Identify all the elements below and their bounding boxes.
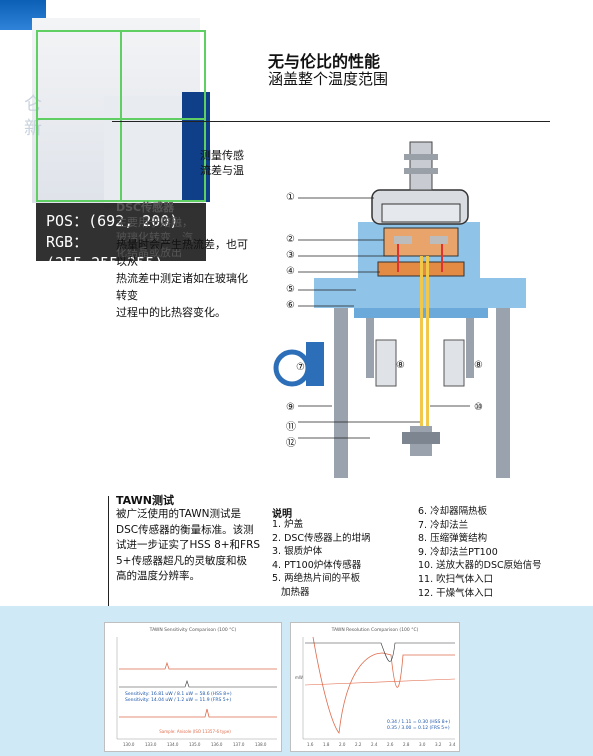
diagram-label-3: ③ — [286, 250, 295, 261]
x-tick: 2.4 — [371, 742, 378, 747]
legend-title: 说明 — [272, 509, 292, 520]
chart-left-sens1: Sensitivity: 16.81 uW / 8.1 uW = 58.6 (H… — [125, 691, 232, 697]
diagram-label-7: ⑦ — [296, 362, 305, 373]
legend-item: 7. 冷却法兰 — [418, 519, 469, 531]
x-tick: 133.0 — [145, 742, 157, 747]
text-line: 过程中的比热容变化。 — [116, 306, 226, 319]
x-tick: 2.2 — [355, 742, 362, 747]
x-tick: 2.0 — [339, 742, 346, 747]
legend-item: 5. 两绝热片间的平板 — [272, 573, 361, 585]
tooltip-rgb: RGB：(255,255,255) — [46, 233, 164, 272]
x-tick: 137.0 — [233, 742, 245, 747]
diagram-label-4: ④ — [286, 266, 295, 277]
chart-left-sens2: Sensitivity: 14.04 uW / 1.2 uW = 11.9 (F… — [125, 697, 231, 703]
chart-right-ylabel: mW — [295, 675, 303, 680]
tooltip-pos: POS：(692, 200) — [46, 212, 179, 230]
chart-right-res2: 0.35 / 3.00 = 0.12 (FRS 5+) — [387, 725, 450, 731]
x-tick: 3.2 — [435, 742, 442, 747]
text-line: 被广泛使用的TAWN测试是 — [116, 508, 241, 520]
diagram-label-2: ② — [286, 234, 295, 245]
legend-item: 8. 压缩弹簧结构 — [418, 533, 488, 545]
x-tick: 134.0 — [167, 742, 179, 747]
diagram-label-8b: ⑧ — [474, 360, 483, 371]
x-tick: 1.8 — [323, 742, 330, 747]
x-tick: 136.0 — [211, 742, 223, 747]
legend-item: 1. 炉盖 — [272, 519, 304, 530]
chart-right-svg: TAWN Resolution Comparison (100 °C) mW 0… — [295, 627, 456, 747]
diagram-label-10: ⑩ — [474, 402, 483, 413]
x-tick: 3.4 — [449, 742, 456, 747]
x-tick: 135.0 — [189, 742, 201, 747]
text-paragraph-heatflow: 热量时会产生热流差，也可以从 热流差中测定诸如在玻璃化转变 过程中的比热容变化。 — [116, 236, 256, 321]
tawn-title: TAWN测试 — [116, 494, 175, 507]
legend-item: 9. 冷却法兰PT100 — [418, 546, 498, 558]
text-line: DSC传感器的衡量标准。该测 — [116, 523, 254, 536]
legend-item: 加热器 — [272, 586, 310, 598]
diagram-label-8a: ⑧ — [396, 360, 405, 371]
tawn-paragraph: 被广泛使用的TAWN测试是 DSC传感器的衡量标准。该测 试进一步证实了HSS … — [116, 507, 266, 585]
legend-right: 6. 冷却器隔热板 7. 冷却法兰 8. 压缩弹簧结构 9. 冷却法兰PT100… — [418, 505, 542, 600]
text-line: 试进一步证实了HSS 8+和FRS — [116, 539, 261, 551]
text-line: 主要用于熔融， — [116, 216, 193, 229]
dsc-sensor-diagram — [273, 141, 526, 478]
chart-right-xticks: 1.6 1.8 2.0 2.2 2.4 2.6 2.8 3.0 3.2 3.4 — [307, 742, 456, 747]
selection-grid-vertical — [120, 30, 122, 202]
legend-item: 10. 送放大器的DSC原始信号 — [418, 560, 542, 572]
chart-right-res1: 0.34 / 1.11 = 0.30 (HSS 8+) — [387, 719, 450, 725]
chart-left-title: TAWN Sensitivity Comparison (100 °C) — [149, 627, 237, 633]
diagram-label-5: ⑤ — [286, 284, 295, 295]
legend-item: 2. DSC传感器上的坩埚 — [272, 532, 371, 544]
text-line: 流差与温 — [200, 164, 244, 177]
legend-item: 4. PT100炉体传感器 — [272, 559, 362, 571]
x-tick: 138.0 — [255, 742, 267, 747]
text-fragment-right: 测量传感 流差与温 — [200, 148, 260, 178]
diagram-label-11: ⑪ — [286, 422, 296, 433]
tawn-resolution-chart: TAWN Resolution Comparison (100 °C) mW 0… — [290, 622, 460, 752]
chart-left-svg: TAWN Sensitivity Comparison (100 °C) Sen… — [116, 627, 277, 747]
pixel-inspector-tooltip: POS：(692, 200) RGB：(255,255,255) — [36, 203, 206, 272]
selection-grid-horizontal — [36, 118, 206, 120]
diagram-label-6: ⑥ — [286, 300, 295, 311]
legend-left: 1. 炉盖 2. DSC传感器上的坩埚 3. 银质炉体 4. PT100炉体传感… — [272, 518, 371, 600]
page-title: 无与伦比的性能 — [268, 52, 381, 71]
text-line: 玻璃化转变，汽 — [116, 231, 193, 244]
diagram-label-12: ⑫ — [286, 438, 296, 449]
legend-item: 6. 冷却器隔热板 — [418, 506, 488, 517]
x-tick: 1.6 — [307, 742, 314, 747]
text-line: DSC传感器 — [116, 201, 175, 214]
x-tick: 3.0 — [419, 742, 426, 747]
text-fragment-dsc: DSC传感器 主要用于熔融， 玻璃化转变，汽 化结晶或放出 — [116, 200, 256, 260]
tawn-sensitivity-chart: TAWN Sensitivity Comparison (100 °C) Sen… — [104, 622, 282, 752]
header-rule — [112, 121, 550, 122]
text-line: 热量时会产生热流差，也可以从 — [116, 238, 248, 268]
chart-left-footer: Sample: Anisole (ISO 11357-6 type) — [159, 729, 231, 734]
legend-item: 3. 银质炉体 — [272, 546, 323, 558]
text-line: 测量传感 — [200, 149, 244, 162]
section-rule-vertical — [108, 496, 109, 626]
x-tick: 130.0 — [123, 742, 135, 747]
diagram-label-9: ⑨ — [286, 402, 295, 413]
legend-item: 11. 吹扫气体入口 — [418, 573, 494, 585]
x-tick: 2.6 — [387, 742, 394, 747]
text-line: 热流差中测定诸如在玻璃化转变 — [116, 272, 248, 302]
legend-item: 12. 干燥气体入口 — [418, 587, 494, 599]
x-tick: 2.8 — [403, 742, 410, 747]
page-subtitle: 涵盖整个温度范围 — [268, 70, 389, 88]
text-line: 化结晶或放出 — [116, 246, 182, 259]
chart-left-xticks: 130.0 133.0 134.0 135.0 136.0 137.0 138.… — [123, 742, 267, 747]
text-line: 高的温度分辨率。 — [116, 570, 200, 582]
text-line: 5+传感器超凡的灵敏度和极 — [116, 554, 247, 567]
diagram-label-1: ① — [286, 192, 295, 203]
chart-right-title: TAWN Resolution Comparison (100 °C) — [331, 627, 419, 633]
